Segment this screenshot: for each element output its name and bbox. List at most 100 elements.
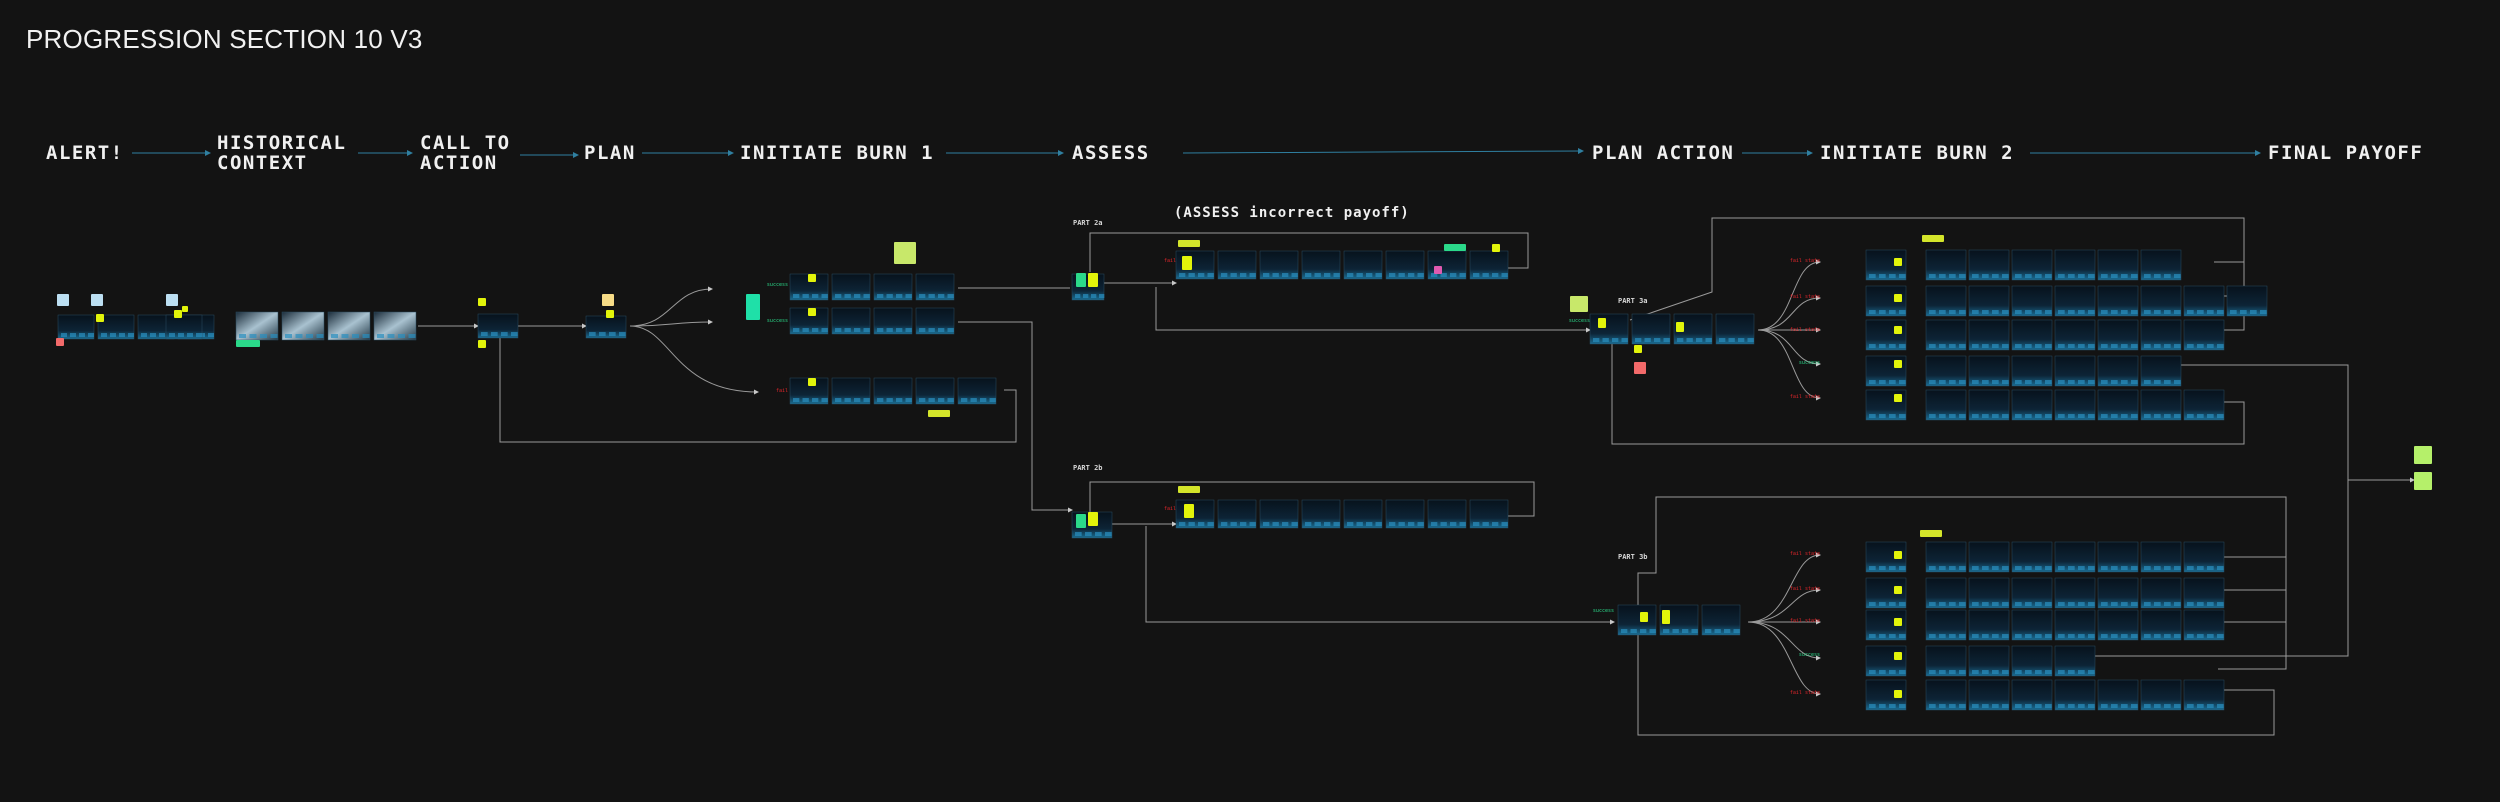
phase-plan-action: PLAN ACTION [1592,142,1735,164]
sticky-note [1492,244,1500,252]
sticky-note [894,242,916,264]
svg-text:fail state: fail state [1790,551,1820,557]
sticky-note [478,340,486,348]
sticky-note [1894,394,1902,402]
storyboard-frame [2011,577,2053,609]
storyboard-frame [2011,285,2053,317]
storyboard-frame [1865,541,1907,573]
svg-text:fail: fail [1164,506,1176,512]
storyboard-frame [2140,679,2182,711]
sticky-note [1184,504,1194,518]
sticky-note [1634,362,1646,374]
storyboard-frame [1673,313,1713,345]
storyboard-frame [2097,355,2139,387]
sticky-note [1894,652,1902,660]
sticky-note [166,294,178,306]
sticky-note [1894,360,1902,368]
storyboard-frame [1925,355,1967,387]
branch-labels: fail state fail state fail state success… [767,258,1820,696]
storyboard-frame [831,307,871,335]
storyboard-frame [1925,541,1967,573]
storyboard-frame [2011,389,2053,421]
storyboard-frame [1589,313,1629,345]
storyboard-frame [789,307,829,335]
storyboard-frame [2183,319,2225,351]
storyboard-frame [327,311,371,341]
storyboard-frame [2054,249,2096,281]
storyboard-frame [1631,313,1671,345]
phase-final-payoff: FINAL PAYOFF [2268,142,2424,164]
sticky-note [1598,318,1606,328]
storyboard-frame [2011,319,2053,351]
storyboard-frame [1925,645,1967,677]
storyboard-frame [2097,319,2139,351]
storyboard-frame [1427,250,1467,280]
sticky-note [1894,690,1902,698]
sticky-note [1088,273,1098,287]
storyboard-frames [57,249,2268,711]
storyboard-frame [2097,541,2139,573]
connectors [418,217,2415,736]
storyboard-frame [2226,285,2268,317]
sticky-note [478,298,486,306]
sticky-note [1634,345,1642,353]
phase-initiate-burn-2: INITIATE BURN 2 [1820,142,2015,164]
storyboard-frame [873,273,913,301]
sticky-note [2414,446,2432,464]
storyboard-frame [2054,389,2096,421]
sticky-note [1182,256,1192,270]
storyboard-frame [915,377,955,405]
storyboard-frame [873,377,913,405]
storyboard-frame [915,273,955,301]
storyboard-frame [789,377,829,405]
storyboard-frame [1925,319,1967,351]
part-3b-label: PART 3b [1618,553,1648,561]
assess-incorrect-payoff-note: (ASSESS incorrect payoff) [1174,205,1410,221]
storyboard-frame [2097,249,2139,281]
storyboard-frame [1925,249,1967,281]
sticky-note [1662,610,1670,624]
storyboard-frame [1343,250,1383,280]
storyboard-frame [1427,499,1467,529]
storyboard-frame [2054,285,2096,317]
storyboard-frame [1925,609,1967,641]
storyboard-frame [1385,250,1425,280]
storyboard-frame [1925,285,1967,317]
storyboard-frame [2140,389,2182,421]
storyboard-frame [2140,249,2182,281]
storyboard-frame [2054,609,2096,641]
storyboard-frame [2183,609,2225,641]
storyboard-frame [281,311,325,341]
part-3a-label: PART 3a [1618,297,1648,305]
sticky-note [1444,244,1466,251]
sticky-note [808,378,816,386]
storyboard-frame [957,377,997,405]
storyboard-frame [1385,499,1425,529]
board-title: PROGRESSION SECTION 10 V3 [26,24,423,54]
sticky-note [57,294,69,306]
sticky-note [1894,326,1902,334]
part-2b-label: PART 2b [1073,464,1103,472]
storyboard-frame [2140,285,2182,317]
storyboard-frame [2097,679,2139,711]
sticky-note [1178,486,1200,493]
storyboard-frame [1617,604,1657,636]
storyboard-frame [2183,285,2225,317]
svg-text:fail state: fail state [1790,294,1820,300]
storyboard-frame [1968,355,2010,387]
storyboard-frame [2054,319,2096,351]
storyboard-frame [915,307,955,335]
storyboard-frame [2054,577,2096,609]
svg-text:fail state: fail state [1790,618,1820,624]
storyboard-frame [1343,499,1383,529]
sticky-note [602,294,614,306]
storyboard-frame [1925,679,1967,711]
storyboard-frame [2097,285,2139,317]
sticky-note [1894,258,1902,266]
storyboard-frame [2011,249,2053,281]
sticky-note [1894,586,1902,594]
storyboard-frame [1925,577,1967,609]
sticky-note [1640,612,1648,622]
svg-text:fail state: fail state [1790,258,1820,264]
sticky-note [1076,514,1086,528]
